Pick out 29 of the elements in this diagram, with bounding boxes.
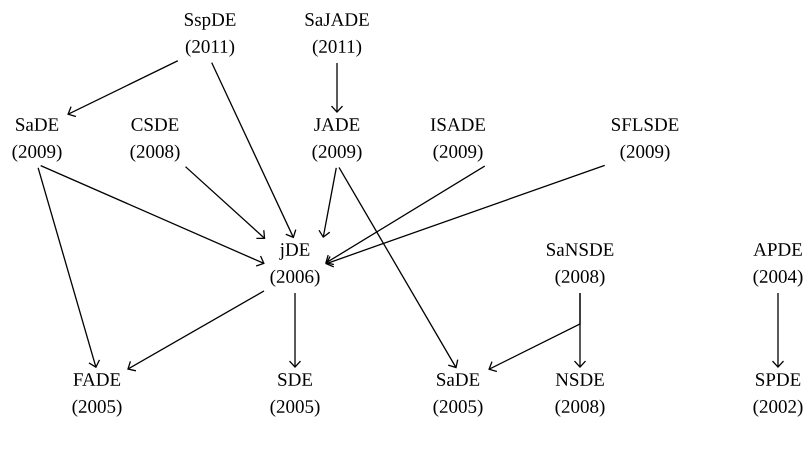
node-label: SPDE (2002) [754,373,802,417]
arrow [211,62,296,238]
arrow [325,166,486,266]
node-label: CSDE (2008) [130,118,180,162]
arrow [318,168,337,238]
arrow [325,164,605,268]
arrow [289,293,301,368]
node-label: NSDE (2008) [556,373,604,417]
arrow [40,165,265,267]
arrow [331,63,343,113]
node-label: APDE (2004) [753,243,802,287]
node-label: SaDE (2005) [434,373,482,417]
node-label: FADE (2005) [72,373,122,417]
arrow [67,60,178,118]
arrow [185,166,266,240]
node-label: SaNSDE (2008) [546,243,614,287]
node-label: SaJADE (2011) [306,13,369,57]
node-label: SaDE (2009) [12,118,62,162]
arrow [38,168,100,368]
node-label: SFLSDE (2009) [612,118,678,162]
node-label: jDE (2006) [270,243,320,287]
node-label: ISADE (2009) [430,118,485,162]
arrow [574,293,586,368]
node-label: SDE (2005) [270,373,320,417]
arrow [772,292,784,368]
node-label: SspDE (2011) [184,13,236,57]
arrow [127,290,264,372]
arrow [338,167,458,368]
node-label: JADE (2009) [312,118,362,162]
